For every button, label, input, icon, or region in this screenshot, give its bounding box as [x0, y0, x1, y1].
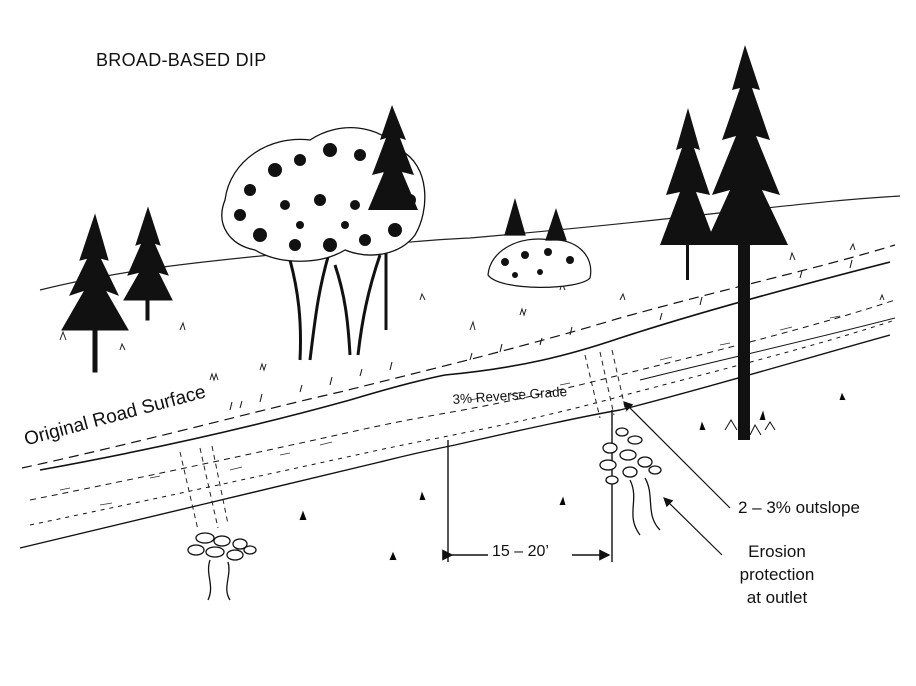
tall-pine-tree [705, 45, 788, 440]
erosion-line-1: Erosion [748, 542, 806, 561]
outslope-label: 2 – 3% outslope [738, 498, 860, 517]
rocks-right [599, 427, 662, 536]
dip-length-label: 15 – 20’ [492, 543, 549, 560]
road-texture [59, 315, 841, 506]
diagram-title: BROAD-BASED DIP [96, 50, 267, 70]
shrub-cluster [487, 197, 592, 288]
broadleaf-trees [221, 127, 426, 361]
erosion-protection-label: Erosion protection at outlet [712, 540, 842, 609]
dip-boundary-lines [447, 410, 613, 562]
foreground-grass [299, 392, 846, 561]
conifer-tree-small [123, 206, 173, 321]
road-surface [19, 244, 896, 549]
drain-channel-right [584, 349, 627, 419]
conifer-tree-center [368, 105, 418, 210]
hill-grass [59, 242, 885, 382]
roadside-grass [229, 259, 853, 411]
conifer-tree-left [61, 213, 129, 373]
drain-channel-left [179, 445, 229, 531]
conifer-tree-right [660, 108, 716, 280]
leader-lines [623, 401, 731, 556]
rocks-left [187, 532, 257, 601]
erosion-line-3: at outlet [746, 588, 808, 607]
erosion-line-2: protection [739, 565, 815, 584]
